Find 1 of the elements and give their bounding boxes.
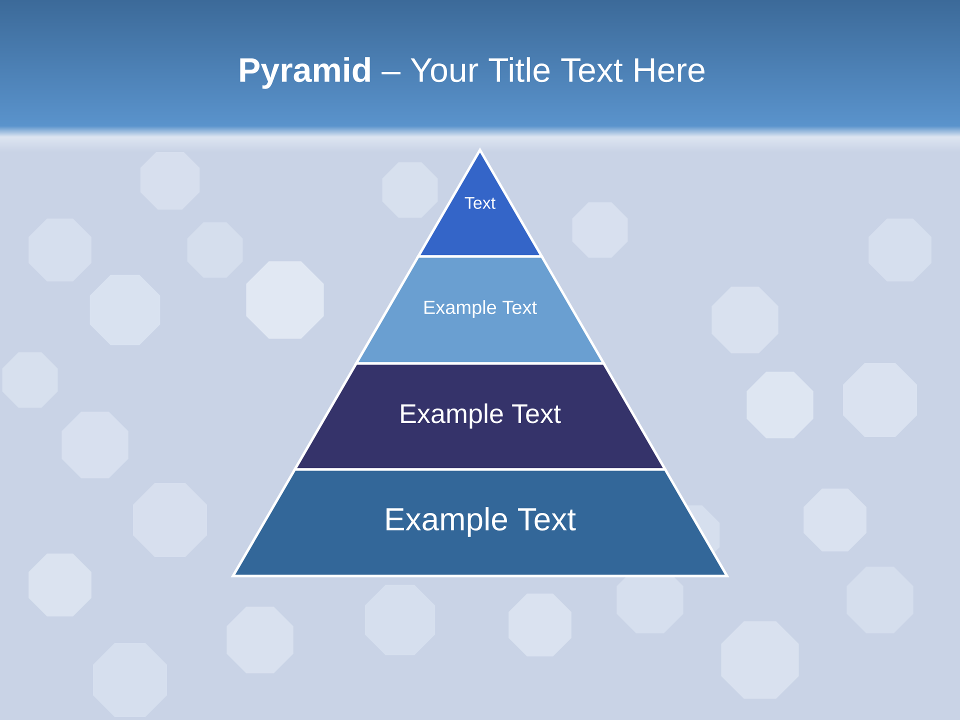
title: Pyramid – Your Title Text Here xyxy=(240,57,704,89)
